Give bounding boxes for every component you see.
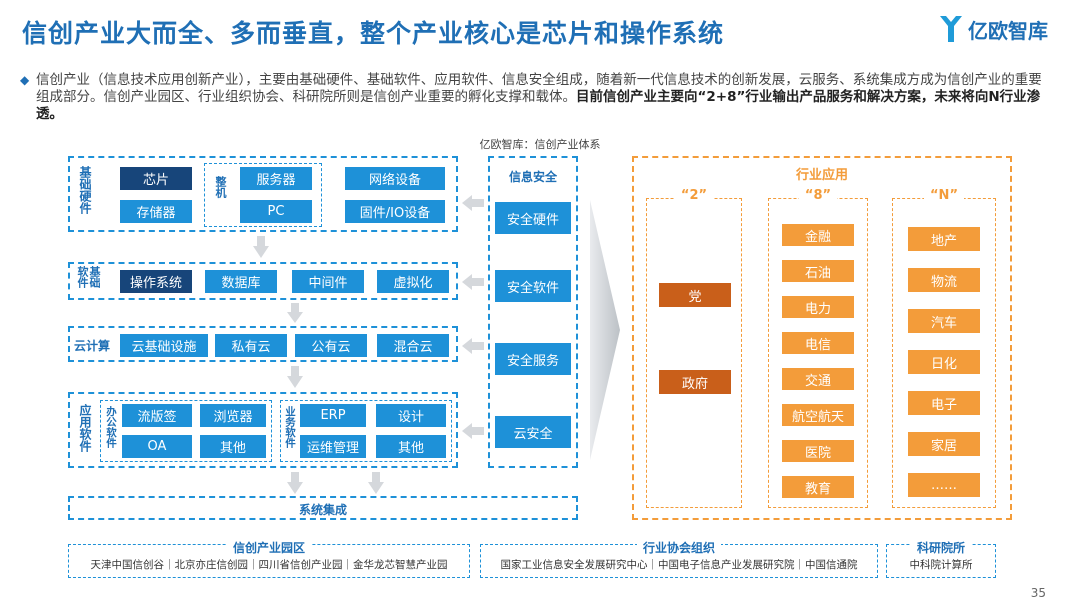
business-software-box	[280, 400, 452, 462]
private-cloud-block: 私有云	[215, 334, 287, 357]
office-other-block: 其他	[200, 435, 266, 458]
hardware-box	[68, 156, 458, 232]
office-software-box	[100, 400, 272, 462]
os-block: 操作系统	[120, 270, 192, 293]
page-number: 35	[1030, 586, 1046, 600]
arrow-left-icon	[462, 195, 484, 211]
diagram-caption: 亿欧智库：信创产业体系	[479, 138, 601, 151]
finance-block: 金融	[782, 224, 854, 246]
institutes-label: 科研院所	[910, 541, 971, 555]
security-hardware-block: 安全硬件	[495, 202, 571, 234]
security-box	[488, 156, 578, 468]
associations-text: 国家工业信息安全发展研究中心｜中国电子信息产业发展研究院｜中国信通院	[500, 559, 858, 571]
logo: 亿欧智库	[938, 14, 1048, 44]
industry-label: 行业应用	[795, 168, 848, 183]
government-block: 政府	[659, 370, 731, 394]
business-software-label: 业务软件	[284, 406, 296, 448]
transport-block: 交通	[782, 368, 854, 390]
arrow-left-icon	[462, 274, 484, 290]
apps-box	[68, 392, 458, 468]
home-furnishing-block: 家居	[908, 432, 980, 456]
hospital-block: 医院	[782, 440, 854, 462]
erp-block: ERP	[300, 404, 366, 427]
industry-box	[632, 156, 1012, 520]
integration-label: 系统集成	[298, 503, 347, 517]
hybrid-cloud-block: 混合云	[377, 334, 449, 357]
security-label: 信息安全	[508, 170, 557, 184]
oa-block: OA	[122, 435, 192, 458]
intro-paragraph: ◆ 信创产业（信息技术应用创新产业），主要由基础硬件、基础软件、应用软件、信息安…	[20, 72, 1046, 123]
diamond-bullet-icon: ◆	[20, 73, 30, 87]
logo-text: 亿欧智库	[968, 18, 1048, 43]
parks-label: 信创产业园区	[226, 541, 311, 555]
intro-text: 信创产业（信息技术应用创新产业），主要由基础硬件、基础软件、应用软件、信息安全组…	[36, 72, 1042, 105]
business-other-block: 其他	[376, 435, 446, 458]
education-block: 教育	[782, 476, 854, 498]
cloud-box	[68, 326, 458, 362]
more-block: ……	[908, 473, 980, 497]
aerospace-block: 航空航天	[782, 404, 854, 426]
whole-machine-label: 整机	[214, 176, 227, 198]
electricity-block: 电力	[782, 296, 854, 318]
big-arrow-right-icon	[590, 200, 620, 460]
col-2-box	[646, 198, 742, 508]
hardware-label: 基础硬件	[78, 166, 92, 214]
software-label: 基础软件	[76, 266, 101, 288]
arrow-down-icon	[287, 366, 303, 388]
office-software-label: 办公软件	[105, 406, 117, 448]
intro-bold-text: 目前信创产业主要向“2+8”行业输出产品服务和解决方案，未来将向N行业渗透。	[36, 89, 1041, 122]
telecom-block: 电信	[782, 332, 854, 354]
daily-chemical-block: 日化	[908, 350, 980, 374]
arrow-left-icon	[462, 423, 484, 439]
arrow-down-icon	[287, 472, 303, 494]
institutes-text: 中科院计算所	[909, 559, 973, 571]
arrow-down-icon	[368, 472, 384, 494]
middleware-block: 中间件	[292, 270, 364, 293]
logo-icon	[940, 16, 962, 42]
whole-machine-box	[204, 163, 322, 227]
col-n-label: “N”	[924, 188, 964, 203]
party-block: 党	[659, 283, 731, 307]
software-box	[68, 262, 458, 300]
security-service-block: 安全服务	[495, 343, 571, 375]
firmware-io-block: 固件/IO设备	[345, 200, 445, 223]
integration-box	[68, 496, 578, 520]
apps-label: 应用软件	[78, 404, 92, 452]
cloud-infra-block: 云基础设施	[120, 334, 208, 357]
col-2-label: “2”	[674, 188, 714, 203]
virtualization-block: 虚拟化	[377, 270, 449, 293]
arrow-down-icon	[287, 303, 303, 323]
ofd-block: 流版签	[122, 404, 192, 427]
page-title: 信创产业大而全、多而垂直，整个产业核心是芯片和操作系统	[22, 19, 725, 48]
petroleum-block: 石油	[782, 260, 854, 282]
security-software-block: 安全软件	[495, 270, 571, 302]
chip-block: 芯片	[120, 167, 192, 190]
arrow-left-icon	[462, 338, 484, 354]
storage-block: 存储器	[120, 200, 192, 223]
arrow-down-icon	[253, 236, 269, 258]
cloud-label: 云计算	[74, 339, 111, 353]
real-estate-block: 地产	[908, 227, 980, 251]
database-block: 数据库	[205, 270, 277, 293]
public-cloud-block: 公有云	[295, 334, 367, 357]
server-block: 服务器	[240, 167, 312, 190]
network-device-block: 网络设备	[345, 167, 445, 190]
logistics-block: 物流	[908, 268, 980, 292]
ops-management-block: 运维管理	[300, 435, 366, 458]
col-8-label: “8”	[798, 188, 838, 203]
automobile-block: 汽车	[908, 309, 980, 333]
parks-text: 天津中国信创谷｜北京亦庄信创园｜四川省信创产业园｜金华龙芯智慧产业园	[90, 559, 448, 571]
electronics-block: 电子	[908, 391, 980, 415]
pc-block: PC	[240, 200, 312, 223]
associations-label: 行业协会组织	[636, 541, 721, 555]
cloud-security-block: 云安全	[495, 416, 571, 448]
browser-block: 浏览器	[200, 404, 266, 427]
design-block: 设计	[376, 404, 446, 427]
